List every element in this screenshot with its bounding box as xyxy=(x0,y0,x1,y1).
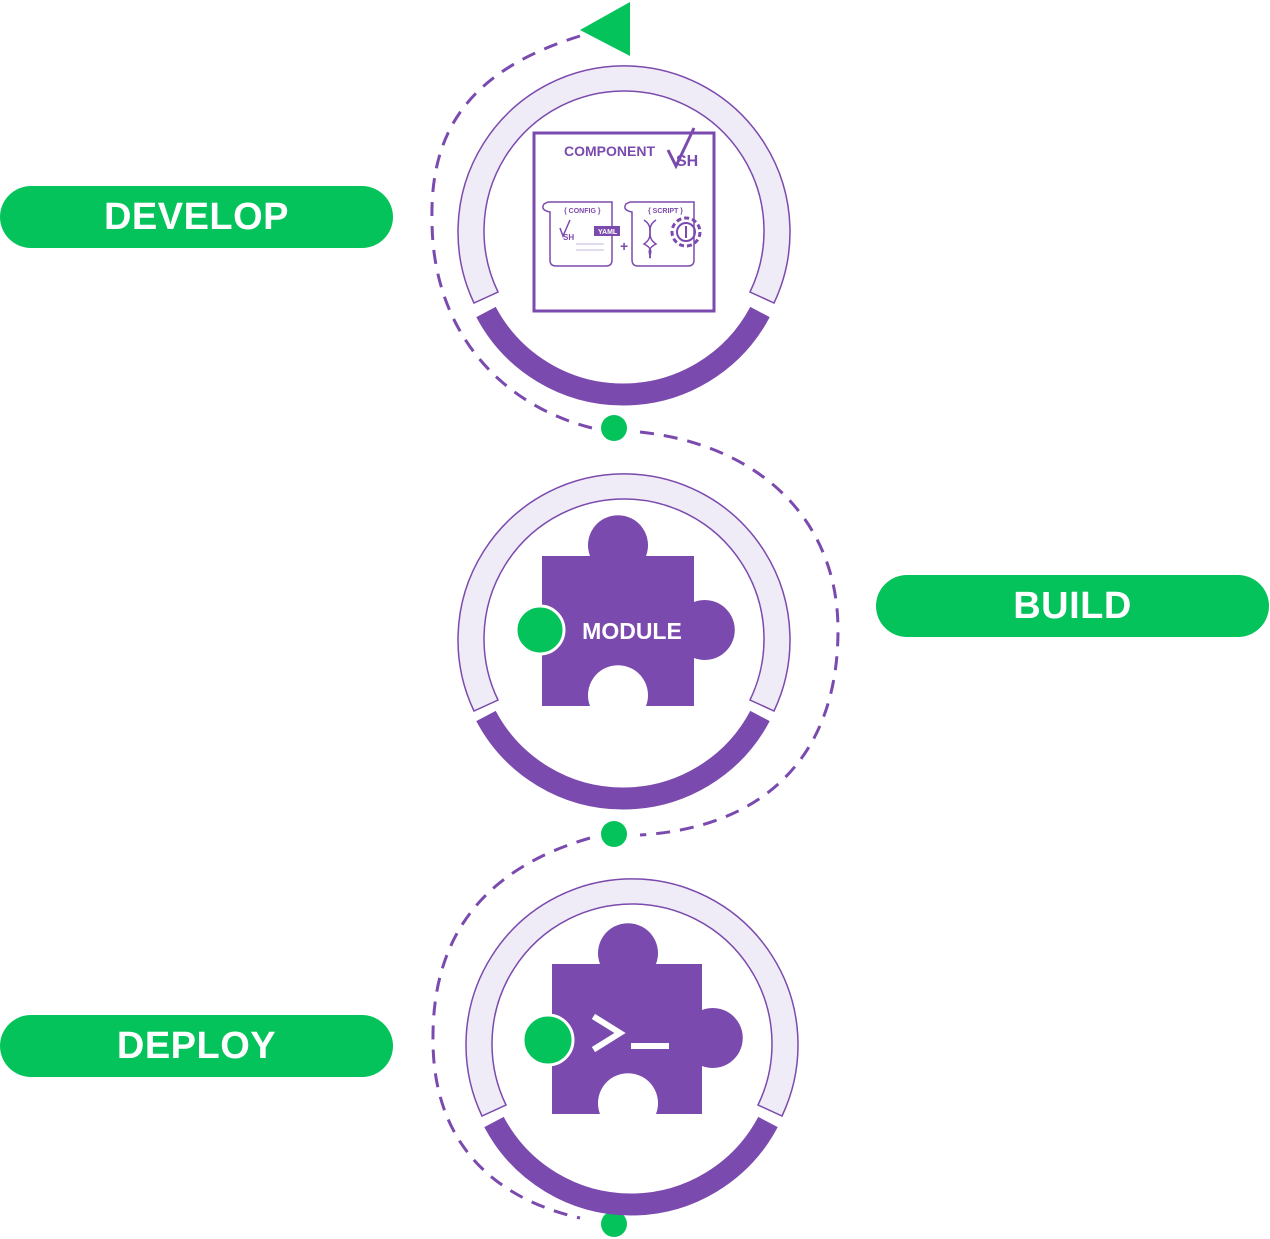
connector-dot xyxy=(601,1211,627,1237)
component-document-icon: COMPONENT SH { CONFIG } SH YAML + { SCRI… xyxy=(532,127,716,313)
connector-dot xyxy=(601,415,627,441)
component-label: COMPONENT xyxy=(564,143,655,159)
develop-ring xyxy=(457,65,791,406)
script-label: { SCRIPT } xyxy=(648,208,683,215)
cycle-arrow-head-icon xyxy=(580,2,630,56)
config-label: { CONFIG } xyxy=(564,208,601,215)
plus-sign: + xyxy=(620,238,628,254)
build-stage-label: BUILD xyxy=(876,575,1269,637)
yaml-tag: YAML xyxy=(598,229,618,236)
config-scroll-icon: { CONFIG } SH YAML xyxy=(542,201,620,267)
terminal-prompt-icon xyxy=(591,1013,669,1053)
svg-text:SH: SH xyxy=(676,153,698,170)
dashed-cycle-path xyxy=(430,34,840,1220)
script-scroll-icon: { SCRIPT } xyxy=(624,201,702,267)
vsh-logo-icon: SH xyxy=(666,127,698,170)
module-puzzle-icon: MODULE xyxy=(514,515,735,706)
develop-stage-label: DEVELOP xyxy=(0,186,393,248)
module-label: MODULE xyxy=(582,618,682,644)
deploy-stage-label: DEPLOY xyxy=(0,1015,393,1077)
svg-text:SH: SH xyxy=(563,233,574,242)
build-ring xyxy=(457,473,791,810)
gear-icon xyxy=(670,216,702,248)
dna-icon xyxy=(642,219,658,259)
connector-dot xyxy=(601,821,627,847)
terminal-puzzle-icon xyxy=(521,923,743,1114)
deploy-ring xyxy=(465,878,799,1216)
